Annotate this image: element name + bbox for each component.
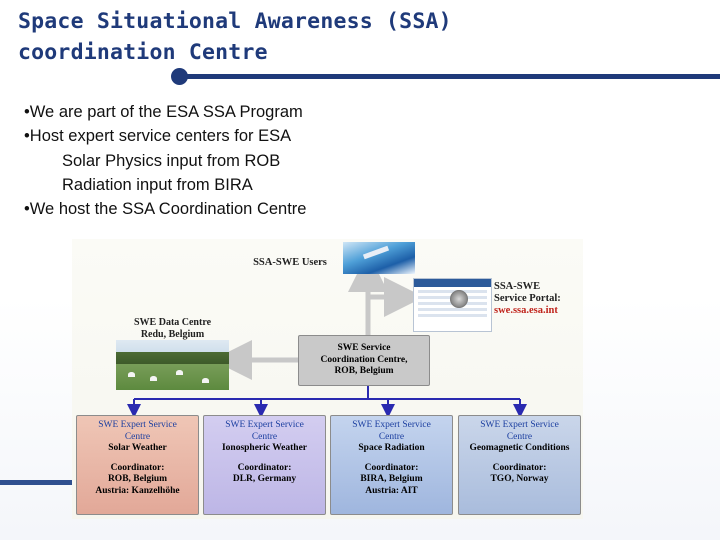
coordinator-primary: ROB, Belgium [107, 474, 168, 484]
coordination-centre-box: SWE Service Coordination Centre, ROB, Be… [298, 335, 430, 386]
centre-word: Centre [251, 431, 278, 442]
bullet-subitem: Solar Physics input from ROB [62, 151, 281, 170]
coordinator-primary: BIRA, Belgium [360, 474, 423, 484]
service-portal-screenshot [413, 278, 492, 332]
data-centre-line-1: SWE Data Centre [133, 317, 212, 328]
centre-word: Centre [506, 431, 533, 442]
expert-centre-ionospheric: SWE Expert Service Centre Ionospheric We… [203, 415, 326, 515]
service-portal-label: SSA-SWE Service Portal: swe.ssa.esa.int [494, 281, 582, 317]
redu-station-photo [116, 340, 229, 390]
centre-word: Centre [378, 431, 405, 442]
title-underline [180, 74, 720, 79]
data-centre-label: SWE Data Centre Redu, Belgium [116, 317, 229, 341]
slide-title: Space Situational Awareness (SSA) coordi… [18, 6, 708, 68]
centre-type: SWE Expert Service [225, 420, 304, 430]
expert-centre-radiation: SWE Expert Service Centre Space Radiatio… [330, 415, 453, 515]
footer-accent-bar [0, 480, 72, 485]
coordination-line-3: ROB, Belgium [334, 366, 394, 376]
coordinator-label: Coordinator: [364, 462, 419, 473]
coordinator-label: Coordinator: [237, 462, 292, 473]
users-label: SSA-SWE Users [253, 257, 327, 268]
expert-centre-geomagnetic: SWE Expert Service Centre Geomagnetic Co… [458, 415, 581, 515]
centre-domain: Space Radiation [358, 443, 425, 453]
centre-type: SWE Expert Service [352, 420, 431, 430]
title-line-1: Space Situational Awareness (SSA) [18, 9, 452, 34]
coordinator-secondary: Austria: Kanzelhöhe [95, 485, 180, 496]
portal-line-1: SSA-SWE [494, 281, 541, 292]
centre-domain: Solar Weather [108, 443, 167, 453]
portal-url: swe.ssa.esa.int [494, 305, 558, 316]
coordination-line-2: Coordination Centre, [320, 354, 408, 365]
coordinator-primary: TGO, Norway [490, 474, 549, 484]
centre-type: SWE Expert Service [480, 420, 559, 430]
bullet-item: •Host expert service centers for ESA [24, 127, 292, 146]
coordination-line-1: SWE Service [337, 343, 391, 353]
bullet-item: •We are part of the ESA SSA Program [24, 103, 303, 121]
ssa-swe-diagram: SSA-SWE Users SSA-SWE Service Portal: sw… [72, 239, 583, 519]
coordinator-primary: DLR, Germany [232, 474, 297, 484]
centre-domain: Geomagnetic Conditions [469, 443, 570, 453]
connector-lines [127, 252, 527, 418]
bullet-list: •We are part of the ESA SSA Program •Hos… [24, 100, 624, 221]
coordinator-label: Coordinator: [492, 462, 547, 473]
title-underline-dot [171, 68, 188, 85]
coordinator-label: Coordinator: [110, 462, 165, 473]
data-centre-line-2: Redu, Belgium [140, 329, 205, 340]
portal-line-2: Service Portal: [494, 293, 561, 304]
centre-domain: Ionospheric Weather [221, 443, 308, 453]
users-satellite-image [343, 242, 415, 274]
centre-word: Centre [124, 431, 151, 442]
coordinator-secondary: Austria: AIT [365, 485, 418, 496]
bullet-item: •We host the SSA Coordination Centre [24, 200, 307, 219]
expert-centre-solar: SWE Expert Service Centre Solar Weather … [76, 415, 199, 515]
title-line-2: coordination Centre [18, 40, 268, 65]
centre-type: SWE Expert Service [98, 420, 177, 430]
bullet-subitem: Radiation input from BIRA [62, 175, 253, 194]
